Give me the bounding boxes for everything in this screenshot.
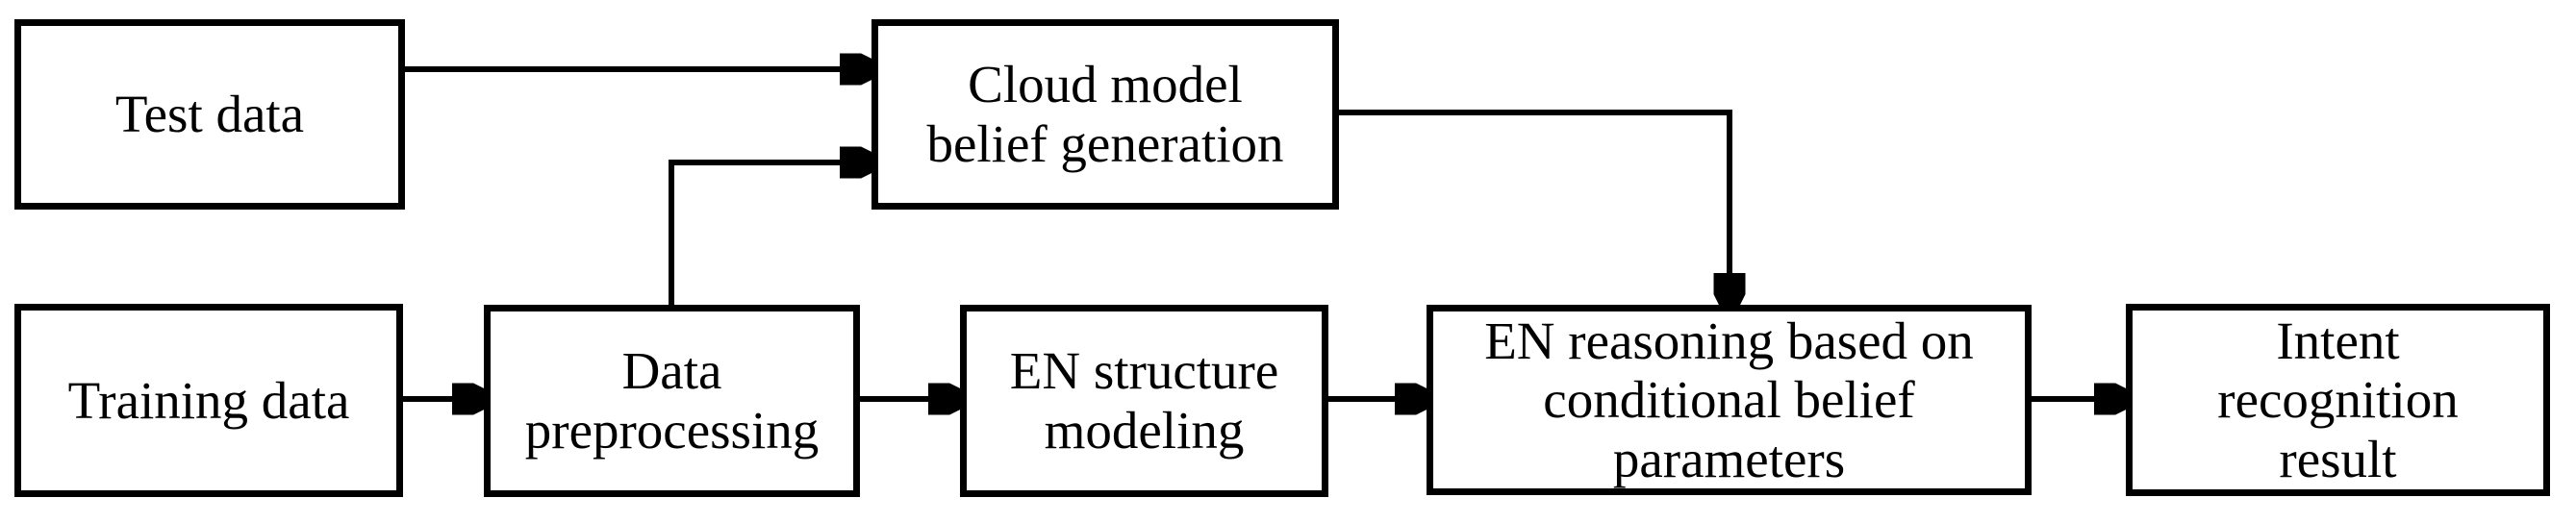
box-data-preprocessing-label: Data preprocessing	[524, 341, 820, 460]
box-cloud-model-belief-generation: Cloud model belief generation	[871, 19, 1339, 210]
box-intent-recognition-result: Intent recognition result	[2126, 304, 2550, 496]
box-data-preprocessing: Data preprocessing	[484, 305, 860, 497]
box-en-structure-modeling: EN structure modeling	[960, 305, 1328, 497]
box-training-data: Training data	[14, 304, 403, 497]
box-en-structure-modeling-label: EN structure modeling	[1009, 341, 1279, 460]
box-test-data-label: Test data	[114, 85, 305, 144]
arrow-preprocessing-to-cloud	[669, 162, 871, 305]
box-training-data-label: Training data	[67, 370, 350, 430]
box-cloud-model-label: Cloud model belief generation	[926, 55, 1284, 173]
box-intent-recognition-result-label: Intent recognition result	[2217, 311, 2459, 488]
box-en-reasoning-label: EN reasoning based on conditional belief…	[1484, 311, 1974, 488]
arrow-cloud-to-reasoning	[1339, 110, 1730, 305]
box-test-data: Test data	[14, 19, 405, 210]
box-en-reasoning: EN reasoning based on conditional belief…	[1427, 305, 2032, 495]
